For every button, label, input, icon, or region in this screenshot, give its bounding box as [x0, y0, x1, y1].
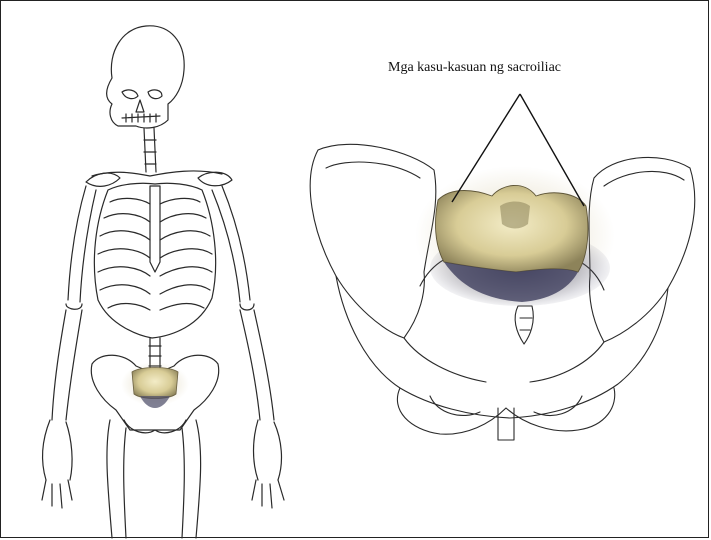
sternum	[150, 186, 160, 272]
ribs	[98, 198, 212, 310]
skeleton-sacrum-highlight	[121, 362, 189, 408]
left-arm	[42, 186, 96, 508]
skull	[107, 26, 184, 128]
sacroiliac-joints-label: Mga kasu-kasuan ng sacroiliac	[388, 60, 561, 76]
cervical-spine	[144, 128, 156, 172]
legs	[107, 420, 201, 538]
pubic-region	[397, 388, 614, 434]
right-arm	[212, 186, 284, 508]
pelvis-sacrum-highlight	[415, 166, 615, 306]
ribcage	[94, 183, 215, 338]
skeleton-figure	[42, 26, 284, 538]
coccyx	[515, 306, 533, 344]
